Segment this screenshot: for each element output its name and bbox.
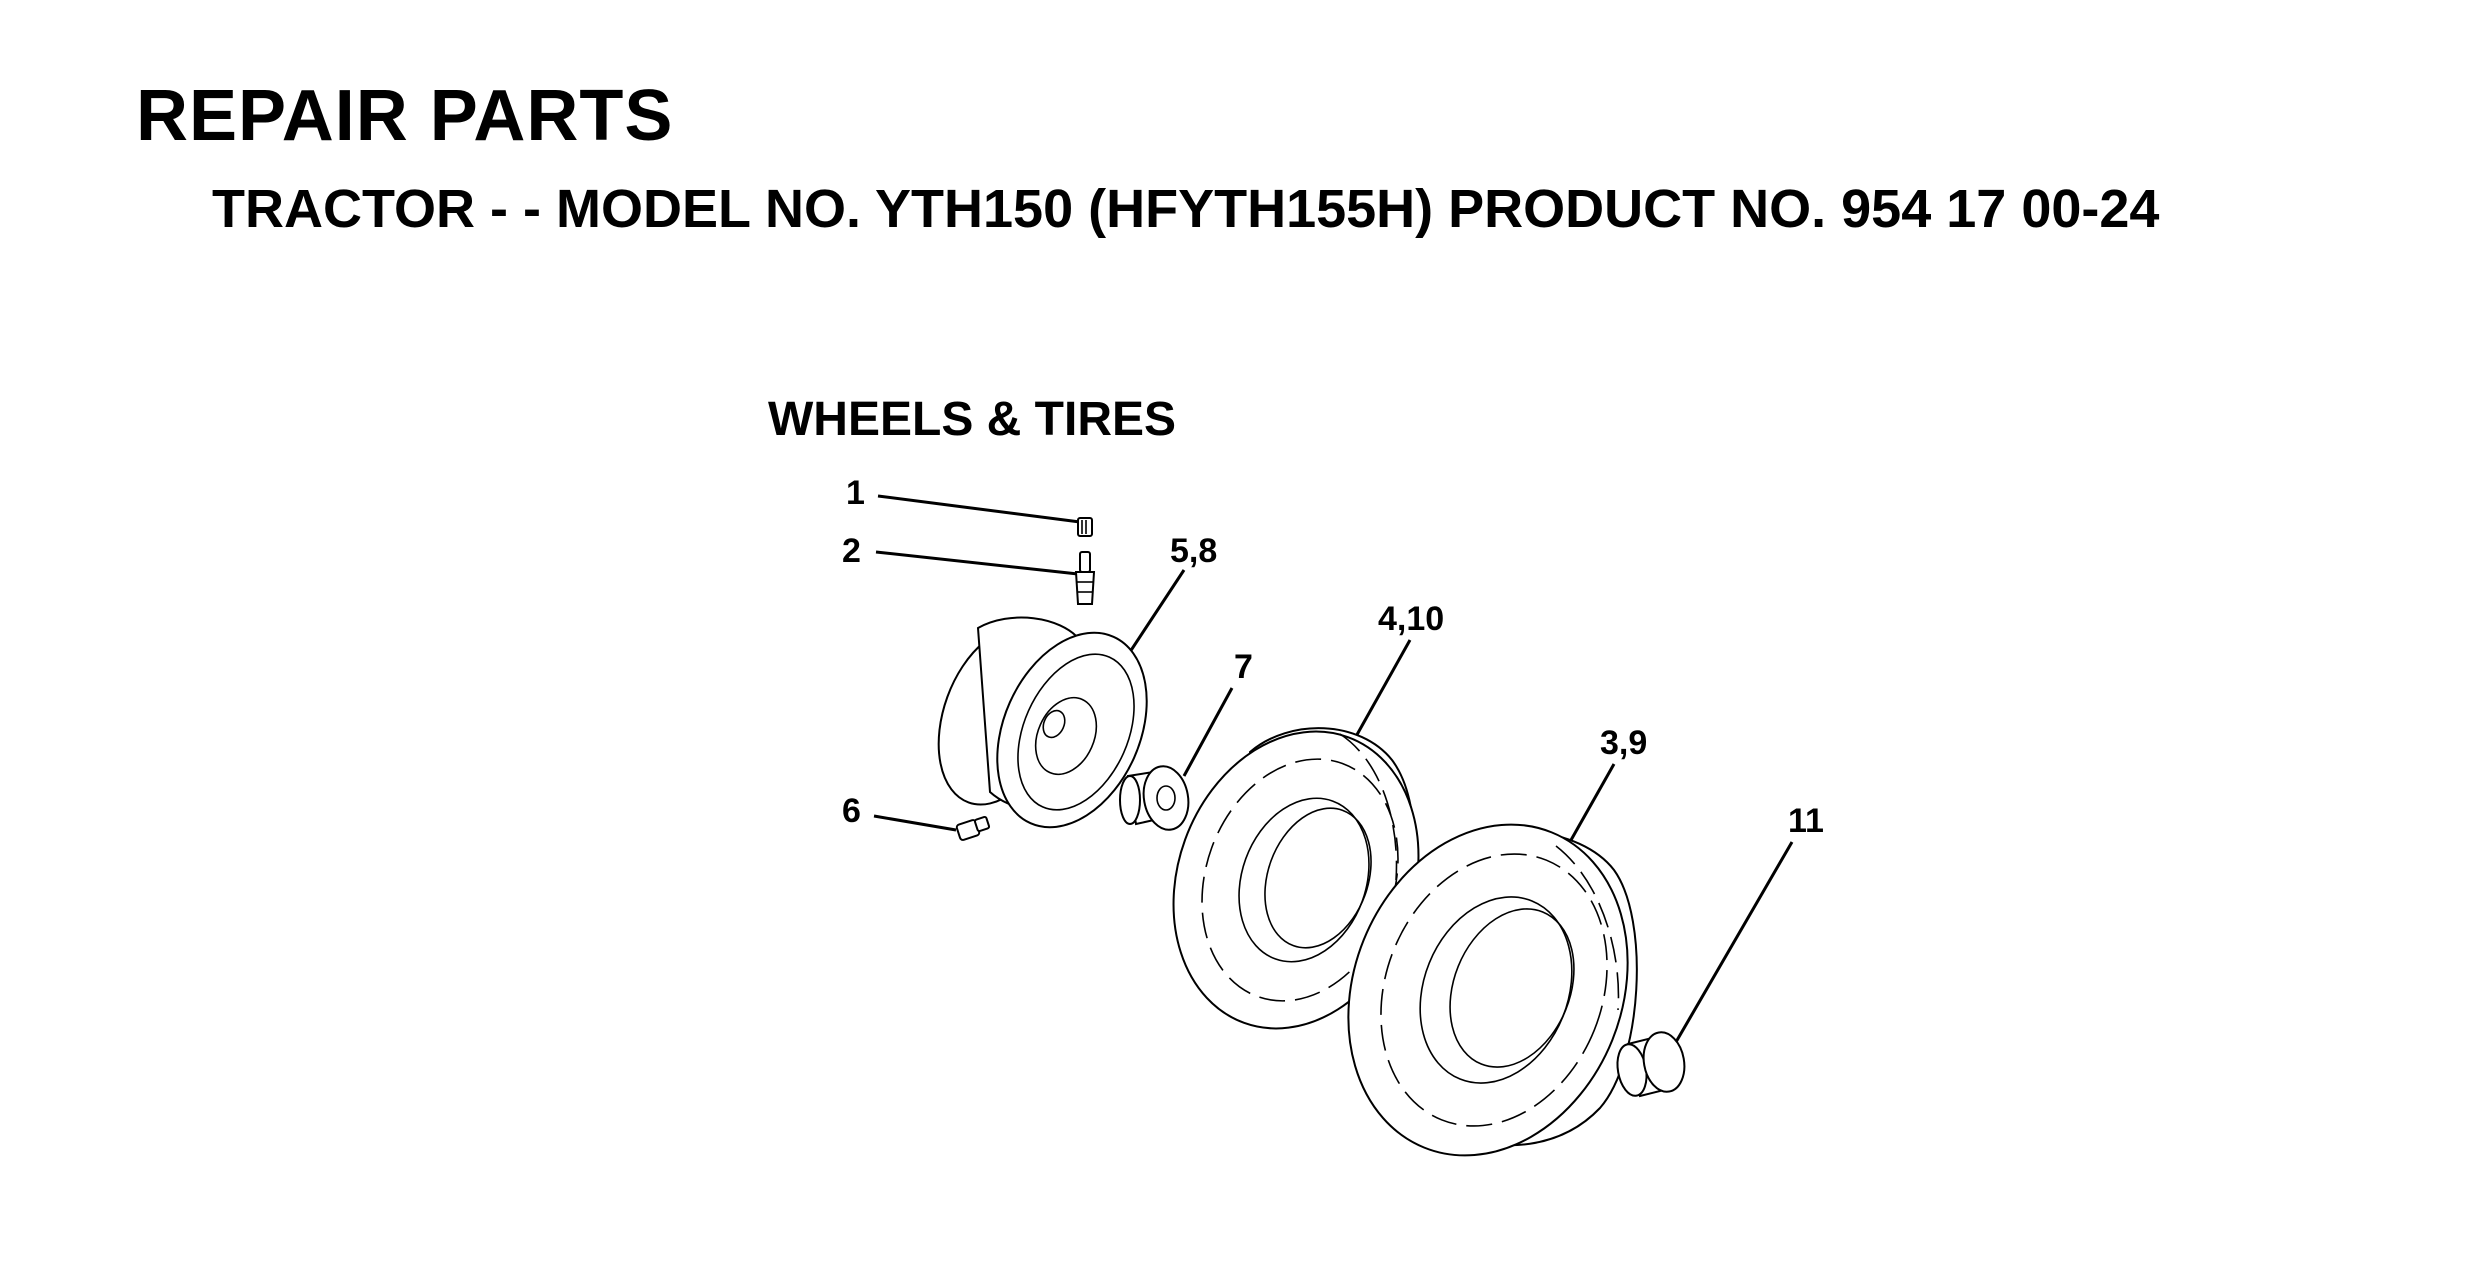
callout-label-6: 6 xyxy=(842,792,861,830)
callout-label-2: 2 xyxy=(842,532,861,570)
valve-stem xyxy=(1074,551,1096,605)
leader-line-7 xyxy=(1182,687,1234,777)
model-subtitle: TRACTOR - - MODEL NO. YTH150 (HFYTH155H)… xyxy=(212,179,2160,239)
section-title: WHEELS & TIRES xyxy=(768,393,1177,446)
leader-line-4-10 xyxy=(1352,639,1412,741)
leader-line-11 xyxy=(1674,841,1794,1043)
callout-label-5-8: 5,8 xyxy=(1170,532,1217,570)
leader-line-5-8 xyxy=(1120,569,1186,665)
callout-label-3-9: 3,9 xyxy=(1600,724,1647,762)
wheel-bolt xyxy=(955,815,991,841)
front-tire xyxy=(1172,727,1420,1030)
leader-line-1 xyxy=(877,494,1081,524)
bushing xyxy=(1119,765,1190,831)
leader-lines xyxy=(873,494,1794,1043)
callout-label-4-10: 4,10 xyxy=(1378,600,1444,638)
wheel-rim xyxy=(937,616,1148,829)
leader-line-6 xyxy=(873,814,957,832)
hub-cap xyxy=(1616,1031,1686,1098)
page-title: REPAIR PARTS xyxy=(136,76,674,156)
callout-label-7: 7 xyxy=(1234,648,1253,686)
leader-line-2 xyxy=(875,550,1079,576)
callout-label-1: 1 xyxy=(846,474,865,512)
callout-label-11: 11 xyxy=(1788,802,1824,840)
rear-tire xyxy=(1347,823,1638,1157)
valve-cap xyxy=(1077,517,1093,537)
